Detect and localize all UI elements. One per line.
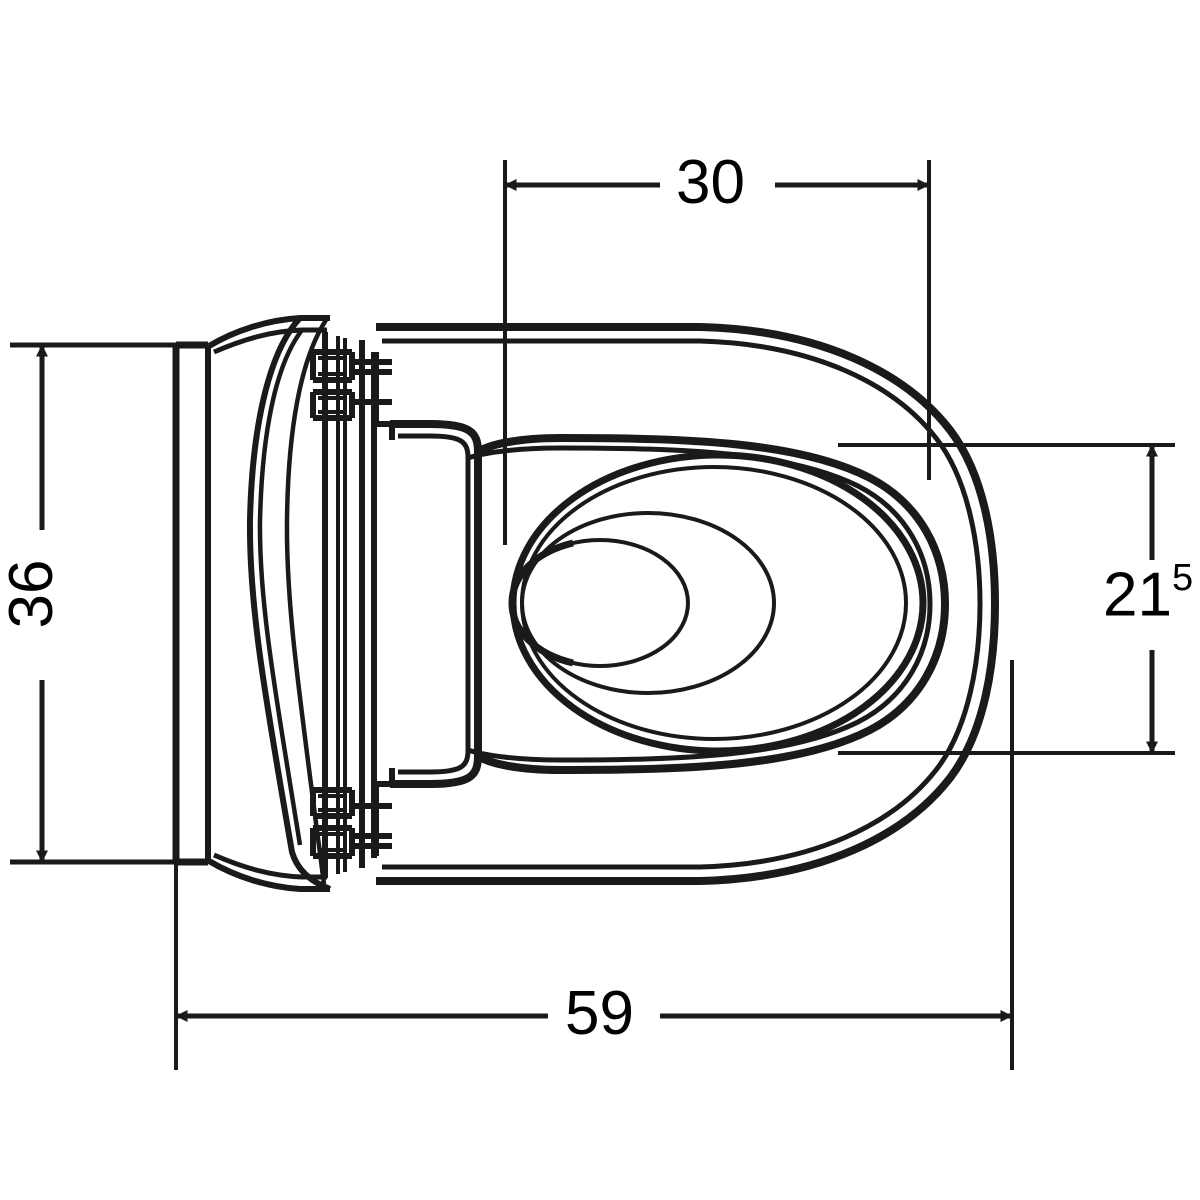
toilet-body xyxy=(172,315,999,892)
dimension-superscript-5: 5 xyxy=(1171,557,1194,599)
hinge-top xyxy=(310,349,395,440)
dimension-label-21-5: 215 xyxy=(1103,559,1193,630)
dimension-value-21: 21 xyxy=(1103,560,1172,630)
seat-ring xyxy=(390,420,949,788)
dim-36 xyxy=(10,342,176,865)
wall-plate xyxy=(172,341,211,866)
seat-lid xyxy=(376,323,999,885)
dimension-label-36: 36 xyxy=(0,559,66,629)
bowl-rim xyxy=(509,451,927,755)
dim-59 xyxy=(174,660,1014,1070)
dim-21-5 xyxy=(838,443,1175,755)
bowl-inner xyxy=(520,511,776,695)
dimension-label-59: 59 xyxy=(565,979,634,1048)
dimension-label-30: 30 xyxy=(676,148,745,217)
bowl-drain xyxy=(508,538,690,668)
hinge-bottom xyxy=(310,768,395,859)
cistern-back xyxy=(207,315,332,892)
dim-30 xyxy=(503,160,931,545)
